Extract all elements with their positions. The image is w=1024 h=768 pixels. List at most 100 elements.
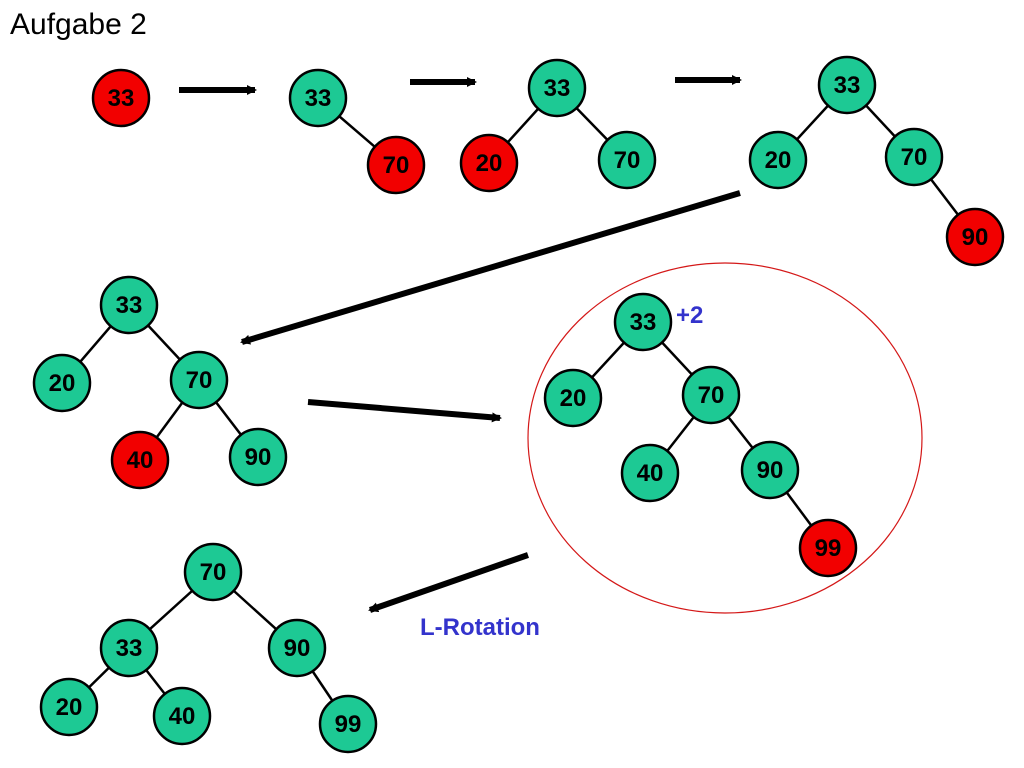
- tree-node: 90: [228, 427, 288, 487]
- rotation-label: L-Rotation: [420, 614, 540, 641]
- node-circle: [620, 443, 680, 503]
- node-circle: [318, 694, 378, 754]
- node-value: 20: [56, 694, 83, 721]
- node-value: 33: [630, 309, 657, 336]
- node-value: 70: [200, 559, 227, 586]
- tree-node: 20: [748, 130, 808, 190]
- node-value: 99: [815, 535, 842, 562]
- node-value: 40: [169, 703, 196, 730]
- flow-arrow: [240, 190, 741, 345]
- node-circle: [945, 207, 1005, 267]
- node-circle: [366, 135, 426, 195]
- trees-group: 33 33 70 33 20 70 33 20 70 90 33 20 70 40 90 33 20 70 40 90…: [32, 55, 1005, 754]
- tree-node: 40: [152, 686, 212, 746]
- tree-step5: 33 20 70 40 90: [32, 275, 288, 490]
- node-circle: [817, 55, 877, 115]
- node-value: 33: [116, 292, 143, 319]
- tree-node: 33: [99, 275, 159, 335]
- tree-node: 33: [613, 292, 673, 352]
- tree-node: 20: [543, 368, 603, 428]
- tree-node: 99: [798, 518, 858, 578]
- node-circle: [613, 292, 673, 352]
- node-circle: [597, 130, 657, 190]
- flow-arrow: [307, 399, 502, 423]
- highlight-group: [527, 262, 923, 614]
- node-circle: [99, 618, 159, 678]
- node-circle: [798, 518, 858, 578]
- tree-node: 33: [817, 55, 877, 115]
- node-value: 70: [698, 382, 725, 409]
- tree-node: 20: [39, 677, 99, 737]
- flow-arrows: [179, 75, 742, 613]
- node-value: 20: [476, 150, 503, 177]
- node-value: 40: [127, 447, 154, 474]
- node-value: 33: [108, 85, 135, 112]
- flow-arrow: [368, 552, 529, 613]
- node-value: 40: [637, 460, 664, 487]
- tree-node: 33: [91, 68, 151, 128]
- node-circle: [884, 127, 944, 187]
- node-circle: [32, 353, 92, 413]
- tree-node: 70: [884, 127, 944, 187]
- node-value: 90: [962, 224, 989, 251]
- node-value: 20: [49, 370, 76, 397]
- tree-node: 90: [267, 618, 327, 678]
- tree-node: 20: [459, 133, 519, 193]
- node-value: 20: [765, 147, 792, 174]
- tree-node: 90: [740, 440, 800, 500]
- node-value: 90: [245, 444, 272, 471]
- tree-step6: 33 20 70 40 90 99: [543, 292, 858, 578]
- node-circle: [91, 68, 151, 128]
- tree-node: 70: [366, 135, 426, 195]
- node-value: 90: [284, 635, 311, 662]
- node-circle: [183, 542, 243, 602]
- node-circle: [99, 275, 159, 335]
- tree-node: 33: [99, 618, 159, 678]
- tree-step3: 33 20 70: [459, 58, 657, 193]
- node-value: 90: [757, 457, 784, 484]
- node-circle: [169, 350, 229, 410]
- node-value: 70: [186, 367, 213, 394]
- tree-node: 70: [183, 542, 243, 602]
- node-circle: [527, 58, 587, 118]
- node-value: 20: [560, 385, 587, 412]
- node-circle: [543, 368, 603, 428]
- tree-node: 40: [620, 443, 680, 503]
- node-circle: [740, 440, 800, 500]
- tree-node: 90: [945, 207, 1005, 267]
- tree-node: 33: [288, 68, 348, 128]
- node-value: 99: [335, 711, 362, 738]
- node-value: 70: [901, 144, 928, 171]
- node-circle: [288, 68, 348, 128]
- node-circle: [152, 686, 212, 746]
- tree-node: 40: [110, 430, 170, 490]
- tree-step1: 33: [91, 68, 151, 128]
- node-circle: [110, 430, 170, 490]
- node-circle: [748, 130, 808, 190]
- tree-node: 33: [527, 58, 587, 118]
- tree-step7: 70 33 90 20 40 99: [39, 542, 378, 754]
- annotation-labels: +2 L-Rotation: [420, 302, 703, 641]
- tree-node: 20: [32, 353, 92, 413]
- imbalance-highlight-ellipse: [527, 262, 923, 614]
- tree-step4: 33 20 70 90: [748, 55, 1005, 267]
- tree-node: 70: [169, 350, 229, 410]
- tree-step2: 33 70: [288, 68, 426, 195]
- node-value: 33: [544, 75, 571, 102]
- node-circle: [459, 133, 519, 193]
- tree-node: 70: [597, 130, 657, 190]
- node-value: 33: [116, 635, 143, 662]
- balance-factor-label: +2: [676, 302, 703, 329]
- node-value: 70: [614, 147, 641, 174]
- node-value: 33: [305, 85, 332, 112]
- node-circle: [681, 365, 741, 425]
- node-circle: [39, 677, 99, 737]
- node-circle: [228, 427, 288, 487]
- page-title: Aufgabe 2: [10, 8, 147, 41]
- tree-node: 99: [318, 694, 378, 754]
- node-value: 70: [383, 152, 410, 179]
- tree-node: 70: [681, 365, 741, 425]
- node-value: 33: [834, 72, 861, 99]
